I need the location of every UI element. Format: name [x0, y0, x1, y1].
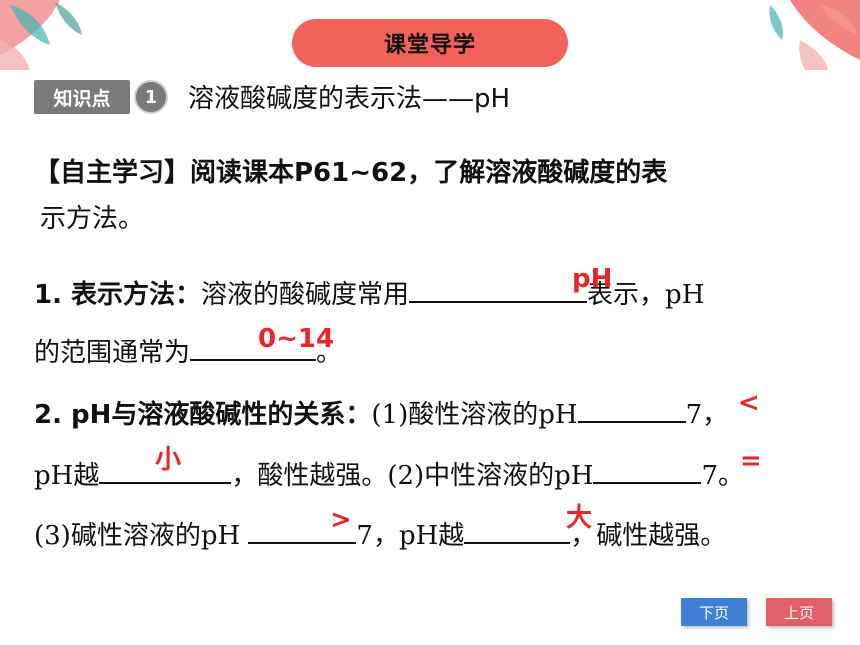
blank-2[interactable] — [190, 358, 317, 361]
answer-equal: = — [740, 446, 762, 476]
item-2-text-d: ，酸性越强。(2)中性溶液的pH — [231, 461, 594, 491]
answer-greater-than: > — [330, 505, 352, 535]
item-2-text-b: 7， — [685, 400, 729, 430]
item-2-text-h: ，碱性越强。 — [570, 521, 727, 551]
item-2-label: 2. pH与溶液酸碱性的关系： — [34, 400, 372, 430]
item-1-text-c: 的范围通常为 — [34, 338, 191, 368]
corner-leaf-decoration-left — [0, 0, 82, 70]
self-study-line-2: 示方法。 — [40, 204, 145, 234]
item-1-text-d: 。 — [316, 338, 343, 368]
answer-range: 0~14 — [258, 324, 335, 354]
answer-large: 大 — [566, 503, 593, 533]
item-1-text-a: 溶液的酸碱度常用 — [201, 280, 410, 310]
item-2-text-e: 7。 — [701, 461, 745, 491]
self-study-text: 【自主学习】阅读课本P61~62，了解溶液酸碱度的表 — [34, 158, 668, 188]
blank-6[interactable] — [248, 541, 357, 544]
item-2-text-a: (1)酸性溶液的pH — [371, 400, 578, 430]
self-study-line-1: 【自主学习】阅读课本P61~62，了解溶液酸碱度的表 — [34, 160, 667, 186]
blank-7[interactable] — [464, 541, 571, 544]
item-2-text-c: pH越 — [34, 461, 100, 491]
prev-page-button[interactable]: 上页 — [766, 598, 832, 626]
blank-1[interactable] — [409, 300, 588, 303]
item-1-line-1: 1. 表示方法：溶液的酸碱度常用 表示，pH — [34, 282, 704, 308]
answer-small: 小 — [155, 445, 182, 475]
blank-5[interactable] — [593, 481, 702, 484]
blank-4[interactable] — [99, 481, 232, 484]
blank-3[interactable] — [577, 420, 686, 423]
item-1-text-b: 表示，pH — [587, 280, 705, 310]
knowledge-point-number: 1 — [134, 80, 168, 114]
section-header: 课堂导学 — [292, 19, 568, 67]
answer-less-than: < — [738, 388, 760, 418]
next-page-button[interactable]: 下页 — [681, 598, 747, 626]
corner-leaf-decoration-right — [769, 0, 860, 70]
item-1-line-2: 的范围通常为 。 — [34, 340, 342, 366]
knowledge-point-title: 溶液酸碱度的表示法——pH — [188, 84, 511, 114]
item-1-label: 1. 表示方法： — [34, 280, 202, 310]
item-2-text-f: (3)碱性溶液的pH — [34, 521, 249, 551]
item-2-line-3: (3)碱性溶液的pH 7，pH越 ，碱性越强。 — [34, 523, 726, 549]
item-2-line-1: 2. pH与溶液酸碱性的关系：(1)酸性溶液的pH 7， — [34, 402, 728, 428]
item-2-line-2: pH越 ，酸性越强。(2)中性溶液的pH 7。 — [34, 463, 744, 489]
knowledge-point-badge: 知识点 — [34, 80, 130, 114]
item-2-text-g: 7，pH越 — [356, 521, 465, 551]
answer-ph: pH — [572, 264, 613, 294]
